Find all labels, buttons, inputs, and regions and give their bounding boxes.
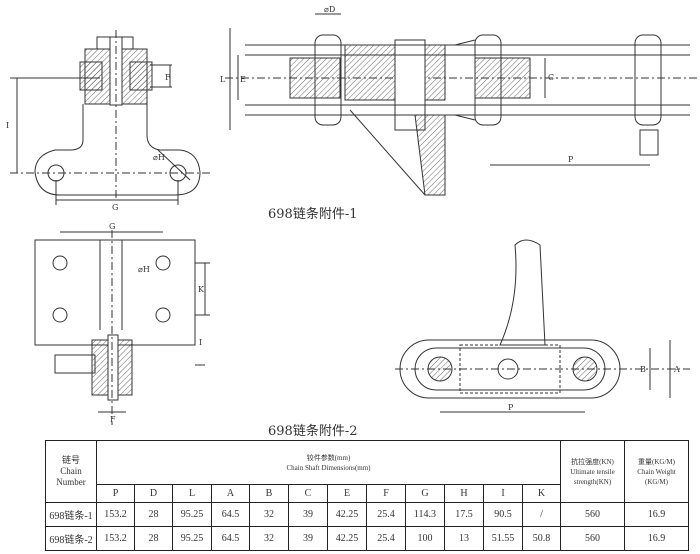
column-header-C: C xyxy=(288,484,328,503)
caption-attachment-1: 698链条附件-1 xyxy=(268,207,358,222)
dim-label-H2: ⌀H xyxy=(138,265,150,274)
dim-label-F: F xyxy=(165,73,171,82)
value-cell-K: / xyxy=(522,502,561,527)
weight-cn: 重量(KG/M) xyxy=(638,457,675,466)
weight-en: Chain Weight xyxy=(637,467,676,476)
value-cell-A: 64.5 xyxy=(211,526,250,551)
value-cell-E: 42.25 xyxy=(327,526,367,551)
chain-number-cell: 698链条-2 xyxy=(45,526,97,551)
params-en: Chain Shaft Dimensions(mm) xyxy=(286,463,371,472)
dim-label-G2: G xyxy=(109,222,115,231)
value-cell-L: 95.25 xyxy=(172,502,212,527)
dim-label-I2: I xyxy=(199,338,202,347)
column-header-F: F xyxy=(366,484,406,503)
value-cell-F: 25.4 xyxy=(366,526,406,551)
weight-unit: (KG/M) xyxy=(645,477,668,486)
dim-label-P: P xyxy=(568,155,574,164)
chain-number-en1: Chain xyxy=(60,466,82,476)
weight-cell: 16.9 xyxy=(624,526,689,551)
strength-en1: Ultimate tensile xyxy=(570,467,615,476)
value-cell-D: 28 xyxy=(134,502,173,527)
value-cell-E: 42.25 xyxy=(327,502,367,527)
dim-label-F2: F xyxy=(110,415,116,424)
value-cell-C: 39 xyxy=(288,502,328,527)
dimension-table: 链号 Chain Number 铰件参数(mm) Chain Shaft Dim… xyxy=(45,440,689,551)
value-cell-C: 39 xyxy=(288,526,328,551)
dim-label-L: L xyxy=(220,75,226,84)
dim-label-C: C xyxy=(548,73,554,82)
chain-number-en2: Number xyxy=(56,477,86,487)
value-cell-D: 28 xyxy=(134,526,173,551)
value-cell-G: 100 xyxy=(405,526,445,551)
value-cell-A: 64.5 xyxy=(211,502,250,527)
strength-cn: 抗拉强度(KN) xyxy=(571,457,614,466)
column-header-P: P xyxy=(96,484,135,503)
dim-label-D: ⌀D xyxy=(324,5,335,14)
column-header-E: E xyxy=(327,484,367,503)
value-cell-H: 13 xyxy=(444,526,484,551)
column-header-D: D xyxy=(134,484,173,503)
params-cn: 铰件参数(mm) xyxy=(306,453,351,462)
dim-label-P2: P xyxy=(508,403,514,412)
column-header-K: K xyxy=(522,484,561,503)
chain-number-cell: 698链条-1 xyxy=(45,502,97,527)
value-cell-I: 51.55 xyxy=(483,526,523,551)
value-cell-K: 50.8 xyxy=(522,526,561,551)
attachment1-side-view xyxy=(10,30,210,205)
chain-number-header: 链号 Chain Number xyxy=(45,440,97,503)
value-cell-P: 153.2 xyxy=(96,502,135,527)
value-cell-B: 32 xyxy=(249,502,289,527)
strength-cell: 560 xyxy=(560,502,625,527)
weight-header: 重量(KG/M) Chain Weight (KG/M) xyxy=(624,440,689,503)
attachment2-front-view xyxy=(34,230,210,425)
chain-top-view xyxy=(225,13,700,196)
column-header-G: G xyxy=(405,484,445,503)
column-header-L: L xyxy=(172,484,212,503)
attachment2-chain-view xyxy=(395,239,690,413)
dim-label-K: K xyxy=(198,285,205,294)
weight-cell: 16.9 xyxy=(624,502,689,527)
dim-label-G: G xyxy=(112,203,118,212)
dim-label-H: ⌀H xyxy=(153,153,165,162)
dim-label-E: E xyxy=(240,75,246,84)
dim-label-B: B xyxy=(640,365,646,374)
column-header-I: I xyxy=(483,484,523,503)
strength-cell: 560 xyxy=(560,526,625,551)
caption-attachment-2: 698链条附件-2 xyxy=(268,424,358,439)
column-header-H: H xyxy=(444,484,484,503)
strength-header: 抗拉强度(KN) Ultimate tensile strength(KN) xyxy=(560,440,625,503)
value-cell-B: 32 xyxy=(249,526,289,551)
column-header-A: A xyxy=(211,484,250,503)
dim-label-I: I xyxy=(6,121,9,130)
technical-drawings: I G F ⌀H ⌀D L E C P xyxy=(6,5,700,425)
value-cell-I: 90.5 xyxy=(483,502,523,527)
value-cell-P: 153.2 xyxy=(96,526,135,551)
strength-en2: strength(KN) xyxy=(573,477,612,486)
value-cell-H: 17.5 xyxy=(444,502,484,527)
chain-number-cn: 链号 xyxy=(61,455,80,465)
value-cell-G: 114.3 xyxy=(405,502,445,527)
column-header-B: B xyxy=(249,484,289,503)
value-cell-F: 25.4 xyxy=(366,502,406,527)
value-cell-L: 95.25 xyxy=(172,526,212,551)
dim-label-A: A xyxy=(673,365,680,374)
params-header: 铰件参数(mm) Chain Shaft Dimensions(mm) xyxy=(96,440,561,485)
